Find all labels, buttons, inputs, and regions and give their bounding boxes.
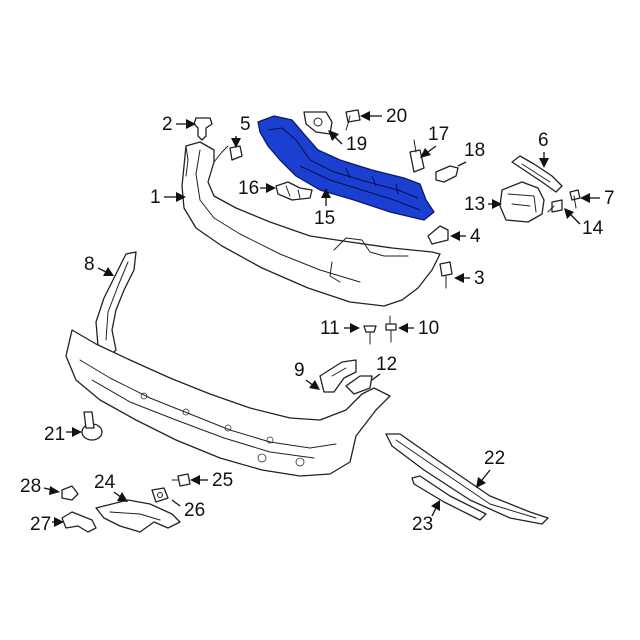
- retainer-5[interactable]: [229, 145, 243, 161]
- callout-25: 25: [190, 470, 233, 491]
- svg-text:15: 15: [314, 208, 335, 229]
- callout-27: 27: [30, 514, 64, 535]
- clip-nut-28[interactable]: [61, 485, 79, 501]
- callout-15: 15: [314, 188, 335, 229]
- svg-text:9: 9: [294, 360, 305, 381]
- callout-18: 18: [457, 140, 485, 167]
- bumper-cover-lower: [65, 329, 391, 477]
- callout-2: 2: [162, 114, 196, 135]
- svg-text:22: 22: [484, 448, 505, 469]
- svg-text:21: 21: [44, 424, 65, 445]
- svg-text:17: 17: [428, 124, 449, 145]
- svg-text:2: 2: [162, 114, 173, 135]
- svg-text:8: 8: [84, 254, 95, 275]
- svg-text:18: 18: [464, 140, 485, 161]
- clip-18[interactable]: [435, 165, 459, 183]
- callout-13: 13: [464, 194, 502, 215]
- svg-text:25: 25: [212, 470, 233, 491]
- bracket-27[interactable]: [61, 511, 97, 533]
- callout-6: 6: [538, 130, 549, 168]
- callout-5: 5: [231, 114, 251, 148]
- svg-text:16: 16: [238, 178, 259, 199]
- bolt-20[interactable]: [345, 109, 361, 131]
- callout-3: 3: [454, 268, 485, 289]
- callout-22: 22: [476, 448, 505, 488]
- callout-26: 26: [171, 499, 205, 521]
- rivet-11[interactable]: [363, 325, 377, 345]
- bolt-25[interactable]: [171, 473, 191, 487]
- callout-10: 10: [398, 318, 439, 339]
- cover-24[interactable]: [95, 499, 181, 533]
- svg-text:11: 11: [320, 318, 340, 339]
- svg-text:13: 13: [464, 194, 485, 215]
- svg-text:5: 5: [240, 114, 251, 135]
- bolt-3[interactable]: [439, 261, 453, 289]
- svg-text:12: 12: [376, 354, 397, 375]
- callout-28: 28: [20, 476, 60, 497]
- callout-17: 17: [420, 124, 449, 158]
- svg-text:10: 10: [418, 318, 439, 339]
- callout-21: 21: [44, 424, 82, 445]
- callout-24: 24: [94, 472, 128, 502]
- sensor-17[interactable]: [409, 139, 425, 173]
- svg-text:20: 20: [386, 106, 407, 127]
- svg-text:23: 23: [412, 514, 433, 535]
- side-bracket-6[interactable]: [511, 155, 563, 193]
- callout-9: 9: [294, 360, 320, 390]
- rivet-10[interactable]: [385, 315, 397, 343]
- callout-23: 23: [412, 500, 440, 535]
- bracket-19[interactable]: [303, 111, 333, 135]
- svg-text:19: 19: [346, 134, 367, 155]
- side-bracket-8[interactable]: [95, 251, 137, 359]
- svg-text:6: 6: [538, 130, 549, 151]
- callouts: 1 2 5 16 15 19: [20, 106, 615, 535]
- svg-text:3: 3: [474, 268, 485, 289]
- callout-20: 20: [360, 106, 407, 127]
- bracket-9[interactable]: [319, 359, 357, 393]
- nut-clip-4[interactable]: [427, 225, 449, 245]
- callout-11: 11: [320, 318, 360, 339]
- screw-7[interactable]: [569, 189, 581, 209]
- callout-19: 19: [328, 130, 367, 155]
- svg-text:24: 24: [94, 472, 116, 493]
- callout-7: 7: [580, 188, 615, 209]
- clip-2[interactable]: [193, 117, 213, 141]
- clip-12[interactable]: [345, 375, 373, 395]
- callout-1: 1: [150, 187, 186, 208]
- parking-sensor-21[interactable]: [81, 411, 103, 441]
- trim-strip-22[interactable]: [385, 433, 549, 525]
- nut-26[interactable]: [151, 487, 169, 503]
- bracket-16[interactable]: [275, 181, 313, 201]
- svg-text:1: 1: [150, 187, 161, 208]
- svg-text:7: 7: [604, 188, 615, 209]
- svg-text:27: 27: [30, 514, 51, 535]
- bracket-13[interactable]: [499, 181, 545, 223]
- svg-text:28: 28: [20, 476, 41, 497]
- callout-14: 14: [564, 208, 604, 239]
- callout-4: 4: [450, 226, 481, 247]
- callout-16: 16: [238, 178, 276, 199]
- callout-8: 8: [84, 254, 114, 276]
- bumper-beam-highlighted[interactable]: [257, 115, 435, 221]
- svg-text:14: 14: [582, 218, 604, 239]
- svg-text:4: 4: [470, 226, 481, 247]
- svg-text:26: 26: [184, 500, 205, 521]
- callout-12: 12: [371, 354, 397, 381]
- trim-strip-23[interactable]: [411, 475, 487, 521]
- bumper-cover-upper[interactable]: [181, 141, 441, 307]
- screw-14[interactable]: [547, 199, 563, 213]
